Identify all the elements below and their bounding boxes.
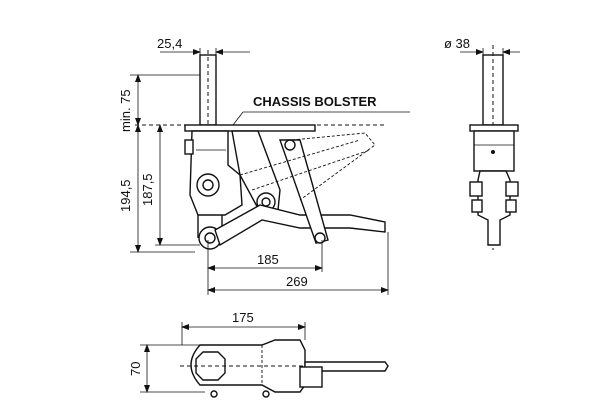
diagonal-arm — [214, 204, 386, 247]
dim-25-4: 25,4 — [157, 36, 182, 51]
dim-min-75: min. 75 — [118, 89, 133, 132]
dim-185: 185 — [257, 252, 279, 267]
chassis-bolster-label: CHASSIS BOLSTER — [253, 94, 377, 109]
top-view: 175 70 — [128, 310, 389, 398]
alt-position-lever — [291, 132, 376, 201]
dim-187-5: 187,5 — [140, 173, 155, 206]
dim-dia-38: ø 38 — [444, 36, 470, 51]
dim-269: 269 — [286, 274, 308, 289]
bolster-plate — [184, 124, 316, 132]
dim-175: 175 — [232, 310, 254, 325]
dim-194-5: 194,5 — [118, 179, 133, 212]
dim-70: 70 — [128, 362, 143, 376]
front-fork — [477, 170, 511, 246]
front-view: ø 38 — [444, 36, 520, 250]
side-view: 25,4 min. 75 194,5 187,5 185 269 CHASSIS… — [118, 36, 410, 295]
